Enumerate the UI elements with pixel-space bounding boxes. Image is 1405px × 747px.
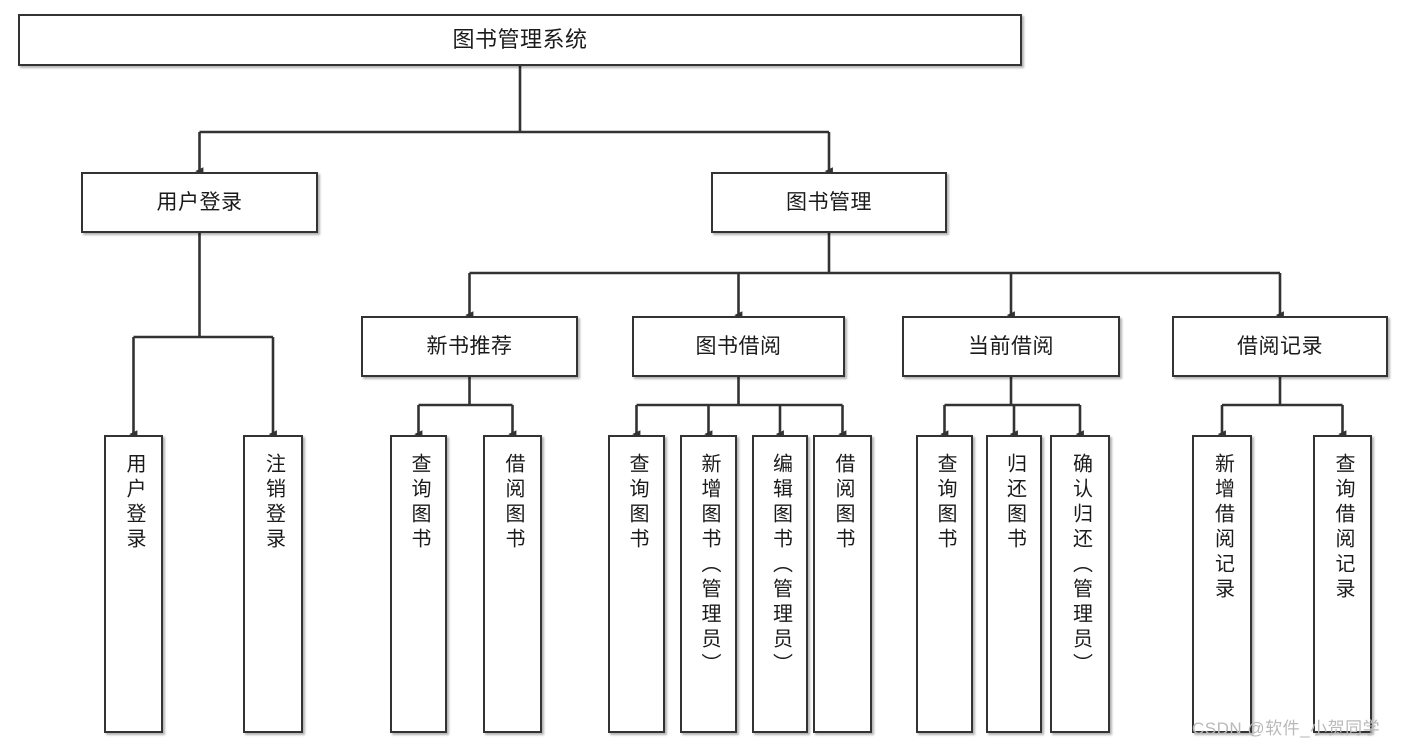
node-leaf-query-current-books[interactable]: 查询图书 [916, 435, 973, 733]
node-leaf-add-book-admin[interactable]: 新增图书（管理员） [680, 435, 737, 733]
node-label: 注销登录 [262, 453, 285, 553]
node-leaf-user-login[interactable]: 用户登录 [104, 435, 163, 733]
node-leaf-query-books[interactable]: 查询图书 [608, 435, 665, 733]
node-borrow-records[interactable]: 借阅记录 [1172, 316, 1388, 377]
node-root-library-management-system[interactable]: 图书管理系统 [18, 14, 1022, 66]
node-label: 新增图书（管理员） [698, 453, 720, 678]
connector-lines [129, 66, 1347, 439]
node-label: 查询图书 [626, 453, 648, 553]
node-current-borrowing[interactable]: 当前借阅 [902, 316, 1120, 377]
node-label: 查询借阅记录 [1332, 453, 1354, 603]
node-leaf-lend-book[interactable]: 借阅图书 [813, 435, 872, 733]
node-leaf-add-borrow-record[interactable]: 新增借阅记录 [1192, 435, 1252, 733]
node-label: 当前借阅 [968, 334, 1054, 358]
node-label: 新书推荐 [426, 334, 513, 358]
node-book-borrowing[interactable]: 图书借阅 [632, 316, 845, 377]
node-user-login-module[interactable]: 用户登录 [81, 172, 318, 233]
node-book-management-module[interactable]: 图书管理 [711, 172, 947, 233]
node-label: 归还图书 [1003, 453, 1026, 553]
node-label: 查询图书 [408, 453, 430, 553]
node-label: 图书借阅 [695, 334, 782, 358]
node-leaf-user-logout[interactable]: 注销登录 [243, 435, 303, 733]
node-leaf-confirm-return-admin[interactable]: 确认归还（管理员） [1050, 435, 1110, 733]
node-label: 图书管理 [786, 190, 872, 214]
node-new-book-recommendation[interactable]: 新书推荐 [361, 316, 578, 377]
node-label: 确认归还（管理员） [1069, 453, 1092, 678]
csdn-watermark: CSDN @软件_小贺同学 [1192, 719, 1381, 738]
node-leaf-query-borrow-record[interactable]: 查询借阅记录 [1313, 435, 1372, 733]
node-leaf-query-books-recommend[interactable]: 查询图书 [390, 435, 447, 733]
node-label: 用户登录 [156, 190, 243, 214]
node-label: 用户登录 [123, 453, 145, 553]
node-label: 借阅图书 [832, 453, 854, 553]
node-leaf-edit-book-admin[interactable]: 编辑图书（管理员） [752, 435, 808, 733]
node-label: 新增借阅记录 [1211, 453, 1234, 603]
node-leaf-borrow-books-recommend[interactable]: 借阅图书 [483, 435, 542, 733]
node-label: 借阅图书 [502, 453, 524, 553]
node-label: 编辑图书（管理员） [769, 453, 792, 678]
node-label: 借阅记录 [1237, 334, 1323, 358]
node-label: 图书管理系统 [452, 26, 588, 52]
node-leaf-return-book[interactable]: 归还图书 [986, 435, 1042, 733]
node-label: 查询图书 [934, 453, 956, 553]
